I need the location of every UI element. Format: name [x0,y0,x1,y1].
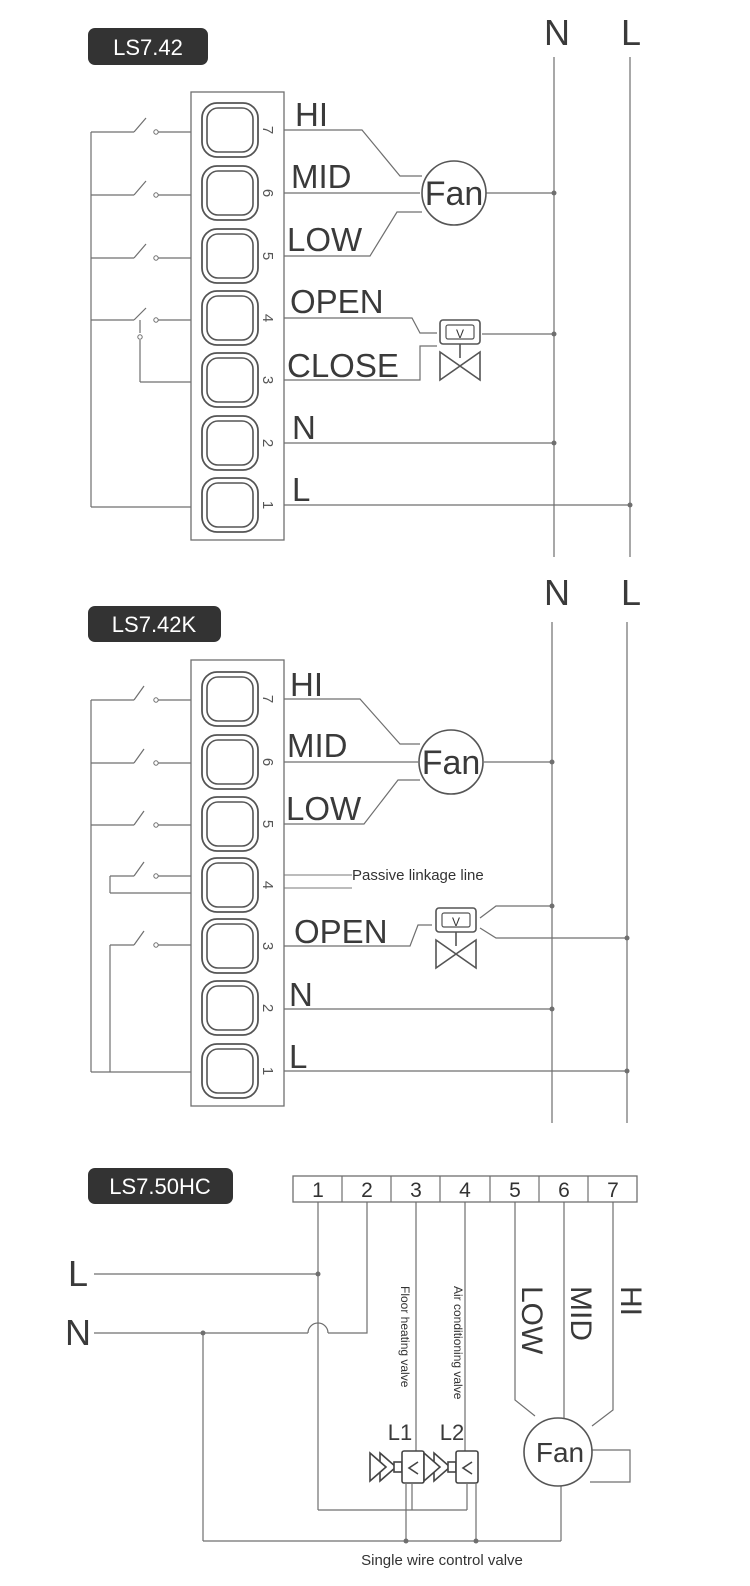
valve-l2-symbol [423,1450,479,1484]
terminal-number-6: 6 [259,189,276,197]
fan-label: Fan [536,1437,584,1468]
label-hi: HI [295,96,328,133]
label-open: OPEN [290,283,384,320]
fan-symbol [418,729,484,795]
bus-l-label: L [621,12,641,53]
label-l: L [292,471,310,508]
label-low: LOW [286,790,362,827]
terminal-number-3: 3 [259,942,276,950]
section-ls7-42: LS7.42 N L 7 6 5 4 3 2 1 [88,12,641,557]
label-passive-linkage: Passive linkage line [352,867,484,884]
terminals [201,102,259,533]
switch-network [90,685,191,1073]
model-badge [88,28,208,65]
model-label: LS7.42K [112,612,197,637]
fan-label: Fan [422,744,481,782]
valve-l1-symbol [369,1450,425,1484]
label-mid: MID [291,158,352,195]
bottom-label: Single wire control valve [361,1552,523,1569]
header-terminals [292,1175,638,1203]
terminal-number-6: 6 [259,758,276,766]
bus-n-label: N [544,572,570,613]
fan-symbol [421,160,487,226]
terminal-number-5: 5 [259,820,276,828]
model-label: LS7.42 [113,35,183,60]
header-number-6: 6 [558,1179,570,1202]
model-label: LS7.50HC [109,1174,211,1199]
model-badge [88,1168,233,1204]
label-open: OPEN [294,913,388,950]
section-ls7-42k: LS7.42K N L 7 6 5 4 3 2 1 [88,572,641,1123]
valve-id-l1: L1 [388,1420,412,1445]
terminal-number-3: 3 [259,376,276,384]
terminal-number-2: 2 [259,439,276,447]
valve-id-l2: L2 [440,1420,464,1445]
label-mid: MID [287,727,348,764]
floor-heating-valve-label: Floor heating valve [398,1286,412,1388]
header-number-3: 3 [410,1179,422,1202]
label-l: L [289,1038,307,1075]
valve-letter: V [456,327,464,341]
valve-symbol: V [435,907,477,969]
bus-l-label: L [621,572,641,613]
model-badge [88,606,221,642]
terminals [201,671,259,1099]
section-ls7-50hc: LS7.50HC 1 2 3 4 5 6 7 L N [65,1168,647,1569]
terminal-number-4: 4 [259,314,276,322]
supply-wiring [94,1202,631,1544]
speed-label-low: LOW [515,1286,548,1355]
terminal-number-4: 4 [259,881,276,889]
terminal-number-1: 1 [259,1067,276,1075]
label-n: N [289,976,313,1013]
terminal-number-5: 5 [259,252,276,260]
line-n-label: N [65,1312,91,1353]
terminal-number-7: 7 [259,126,276,134]
fan-symbol [523,1417,593,1487]
line-l-label: L [68,1253,88,1294]
air-conditioning-valve-label: Air conditioning valve [451,1286,465,1400]
terminal-number-2: 2 [259,1004,276,1012]
label-close: CLOSE [287,347,399,384]
terminal-number-1: 1 [259,501,276,509]
header-number-4: 4 [459,1179,471,1202]
label-low: LOW [287,221,363,258]
header-number-7: 7 [607,1179,619,1202]
fan-label: Fan [425,175,484,213]
bus-n-label: N [544,12,570,53]
valve-letter: V [452,915,460,929]
label-hi: HI [290,666,323,703]
output-wiring [284,129,633,508]
speed-label-mid: MID [564,1286,597,1341]
header-number-1: 1 [312,1179,324,1202]
output-wiring [284,698,630,1074]
label-n: N [292,409,316,446]
valve-symbol: V [439,319,481,381]
header-number-5: 5 [509,1179,521,1202]
speed-label-hi: HI [614,1286,647,1316]
header-number-2: 2 [361,1179,373,1202]
terminal-number-7: 7 [259,695,276,703]
switch-network [90,117,191,508]
